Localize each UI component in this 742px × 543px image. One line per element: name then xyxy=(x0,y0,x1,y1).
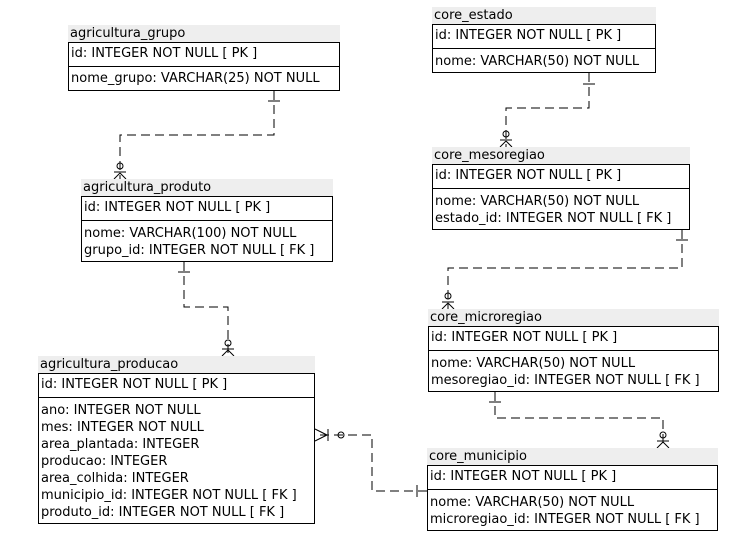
attribute: nome: VARCHAR(50) NOT NULL xyxy=(435,194,640,209)
attribute: area_plantada: INTEGER xyxy=(41,437,200,452)
attribute-list: nome: VARCHAR(50) NOT NULL mesoregiao_id… xyxy=(429,355,718,389)
entity-body: id: INTEGER NOT NULL [ PK ] nome: VARCHA… xyxy=(428,326,719,392)
attribute-list: nome_grupo: VARCHAR(25) NOT NULL xyxy=(69,70,339,87)
entity-agricultura-produto[interactable]: agricultura_produto id: INTEGER NOT NULL… xyxy=(81,179,333,262)
primary-key-field: id: INTEGER NOT NULL [ PK ] xyxy=(429,327,718,351)
attribute: ano: INTEGER NOT NULL xyxy=(41,403,201,418)
attribute-list: nome: VARCHAR(50) NOT NULL estado_id: IN… xyxy=(433,193,689,227)
entity-core-estado[interactable]: core_estado id: INTEGER NOT NULL [ PK ] … xyxy=(432,7,656,73)
entity-title: agricultura_grupo xyxy=(68,25,340,42)
entity-body: id: INTEGER NOT NULL [ PK ] ano: INTEGER… xyxy=(38,373,315,524)
relationship-grupo-produto xyxy=(113,91,280,180)
attribute: nome: VARCHAR(50) NOT NULL xyxy=(431,356,636,371)
entity-title: core_mesoregiao xyxy=(432,147,690,164)
primary-key-field: id: INTEGER NOT NULL [ PK ] xyxy=(433,165,689,189)
entity-body: id: INTEGER NOT NULL [ PK ] nome_grupo: … xyxy=(68,42,340,91)
entity-body: id: INTEGER NOT NULL [ PK ] nome: VARCHA… xyxy=(432,164,690,230)
relationship-estado-mesoregiao xyxy=(499,73,595,148)
attribute-list: nome: VARCHAR(50) NOT NULL xyxy=(433,53,655,70)
attribute: producao: INTEGER xyxy=(41,454,168,469)
attribute: nome: VARCHAR(50) NOT NULL xyxy=(430,495,635,510)
attribute: area_colhida: INTEGER xyxy=(41,471,189,486)
entity-body: id: INTEGER NOT NULL [ PK ] nome: VARCHA… xyxy=(432,24,656,73)
primary-key-field: id: INTEGER NOT NULL [ PK ] xyxy=(433,25,655,49)
attribute: estado_id: INTEGER NOT NULL [ FK ] xyxy=(435,211,672,226)
primary-key-field: id: INTEGER NOT NULL [ PK ] xyxy=(428,466,717,490)
attribute: produto_id: INTEGER NOT NULL [ FK ] xyxy=(41,505,285,520)
attribute: microregiao_id: INTEGER NOT NULL [ FK ] xyxy=(430,512,700,527)
attribute: mes: INTEGER NOT NULL xyxy=(41,420,204,435)
entity-agricultura-producao[interactable]: agricultura_producao id: INTEGER NOT NUL… xyxy=(38,356,315,524)
entity-title: agricultura_produto xyxy=(81,179,333,196)
entity-body: id: INTEGER NOT NULL [ PK ] nome: VARCHA… xyxy=(81,196,333,262)
entity-title: agricultura_producao xyxy=(38,356,315,373)
entity-title: core_microregiao xyxy=(428,309,719,326)
entity-title: core_municipio xyxy=(427,448,718,465)
primary-key-field: id: INTEGER NOT NULL [ PK ] xyxy=(69,43,339,67)
attribute: grupo_id: INTEGER NOT NULL [ FK ] xyxy=(84,243,315,258)
attribute: nome: VARCHAR(50) NOT NULL xyxy=(435,54,640,69)
entity-core-mesoregiao[interactable]: core_mesoregiao id: INTEGER NOT NULL [ P… xyxy=(432,147,690,230)
attribute: municipio_id: INTEGER NOT NULL [ FK ] xyxy=(41,488,297,503)
attribute: nome: VARCHAR(100) NOT NULL xyxy=(84,226,297,241)
entity-core-microregiao[interactable]: core_microregiao id: INTEGER NOT NULL [ … xyxy=(428,309,719,392)
attribute: mesoregiao_id: INTEGER NOT NULL [ FK ] xyxy=(431,373,700,388)
relationship-municipio-producao xyxy=(314,428,427,497)
relationship-microregiao-municipio xyxy=(489,392,670,449)
primary-key-field: id: INTEGER NOT NULL [ PK ] xyxy=(82,197,332,221)
relationship-produto-producao xyxy=(178,262,235,357)
attribute: nome_grupo: VARCHAR(25) NOT NULL xyxy=(71,71,320,86)
primary-key-field: id: INTEGER NOT NULL [ PK ] xyxy=(39,374,314,398)
attribute-list: ano: INTEGER NOT NULL mes: INTEGER NOT N… xyxy=(39,402,314,521)
entity-agricultura-grupo[interactable]: agricultura_grupo id: INTEGER NOT NULL [… xyxy=(68,25,340,91)
entity-core-municipio[interactable]: core_municipio id: INTEGER NOT NULL [ PK… xyxy=(427,448,718,531)
attribute-list: nome: VARCHAR(100) NOT NULL grupo_id: IN… xyxy=(82,225,332,259)
attribute-list: nome: VARCHAR(50) NOT NULL microregiao_i… xyxy=(428,494,717,528)
entity-title: core_estado xyxy=(432,7,656,24)
entity-body: id: INTEGER NOT NULL [ PK ] nome: VARCHA… xyxy=(427,465,718,531)
relationship-mesoregiao-microregiao xyxy=(441,230,688,310)
